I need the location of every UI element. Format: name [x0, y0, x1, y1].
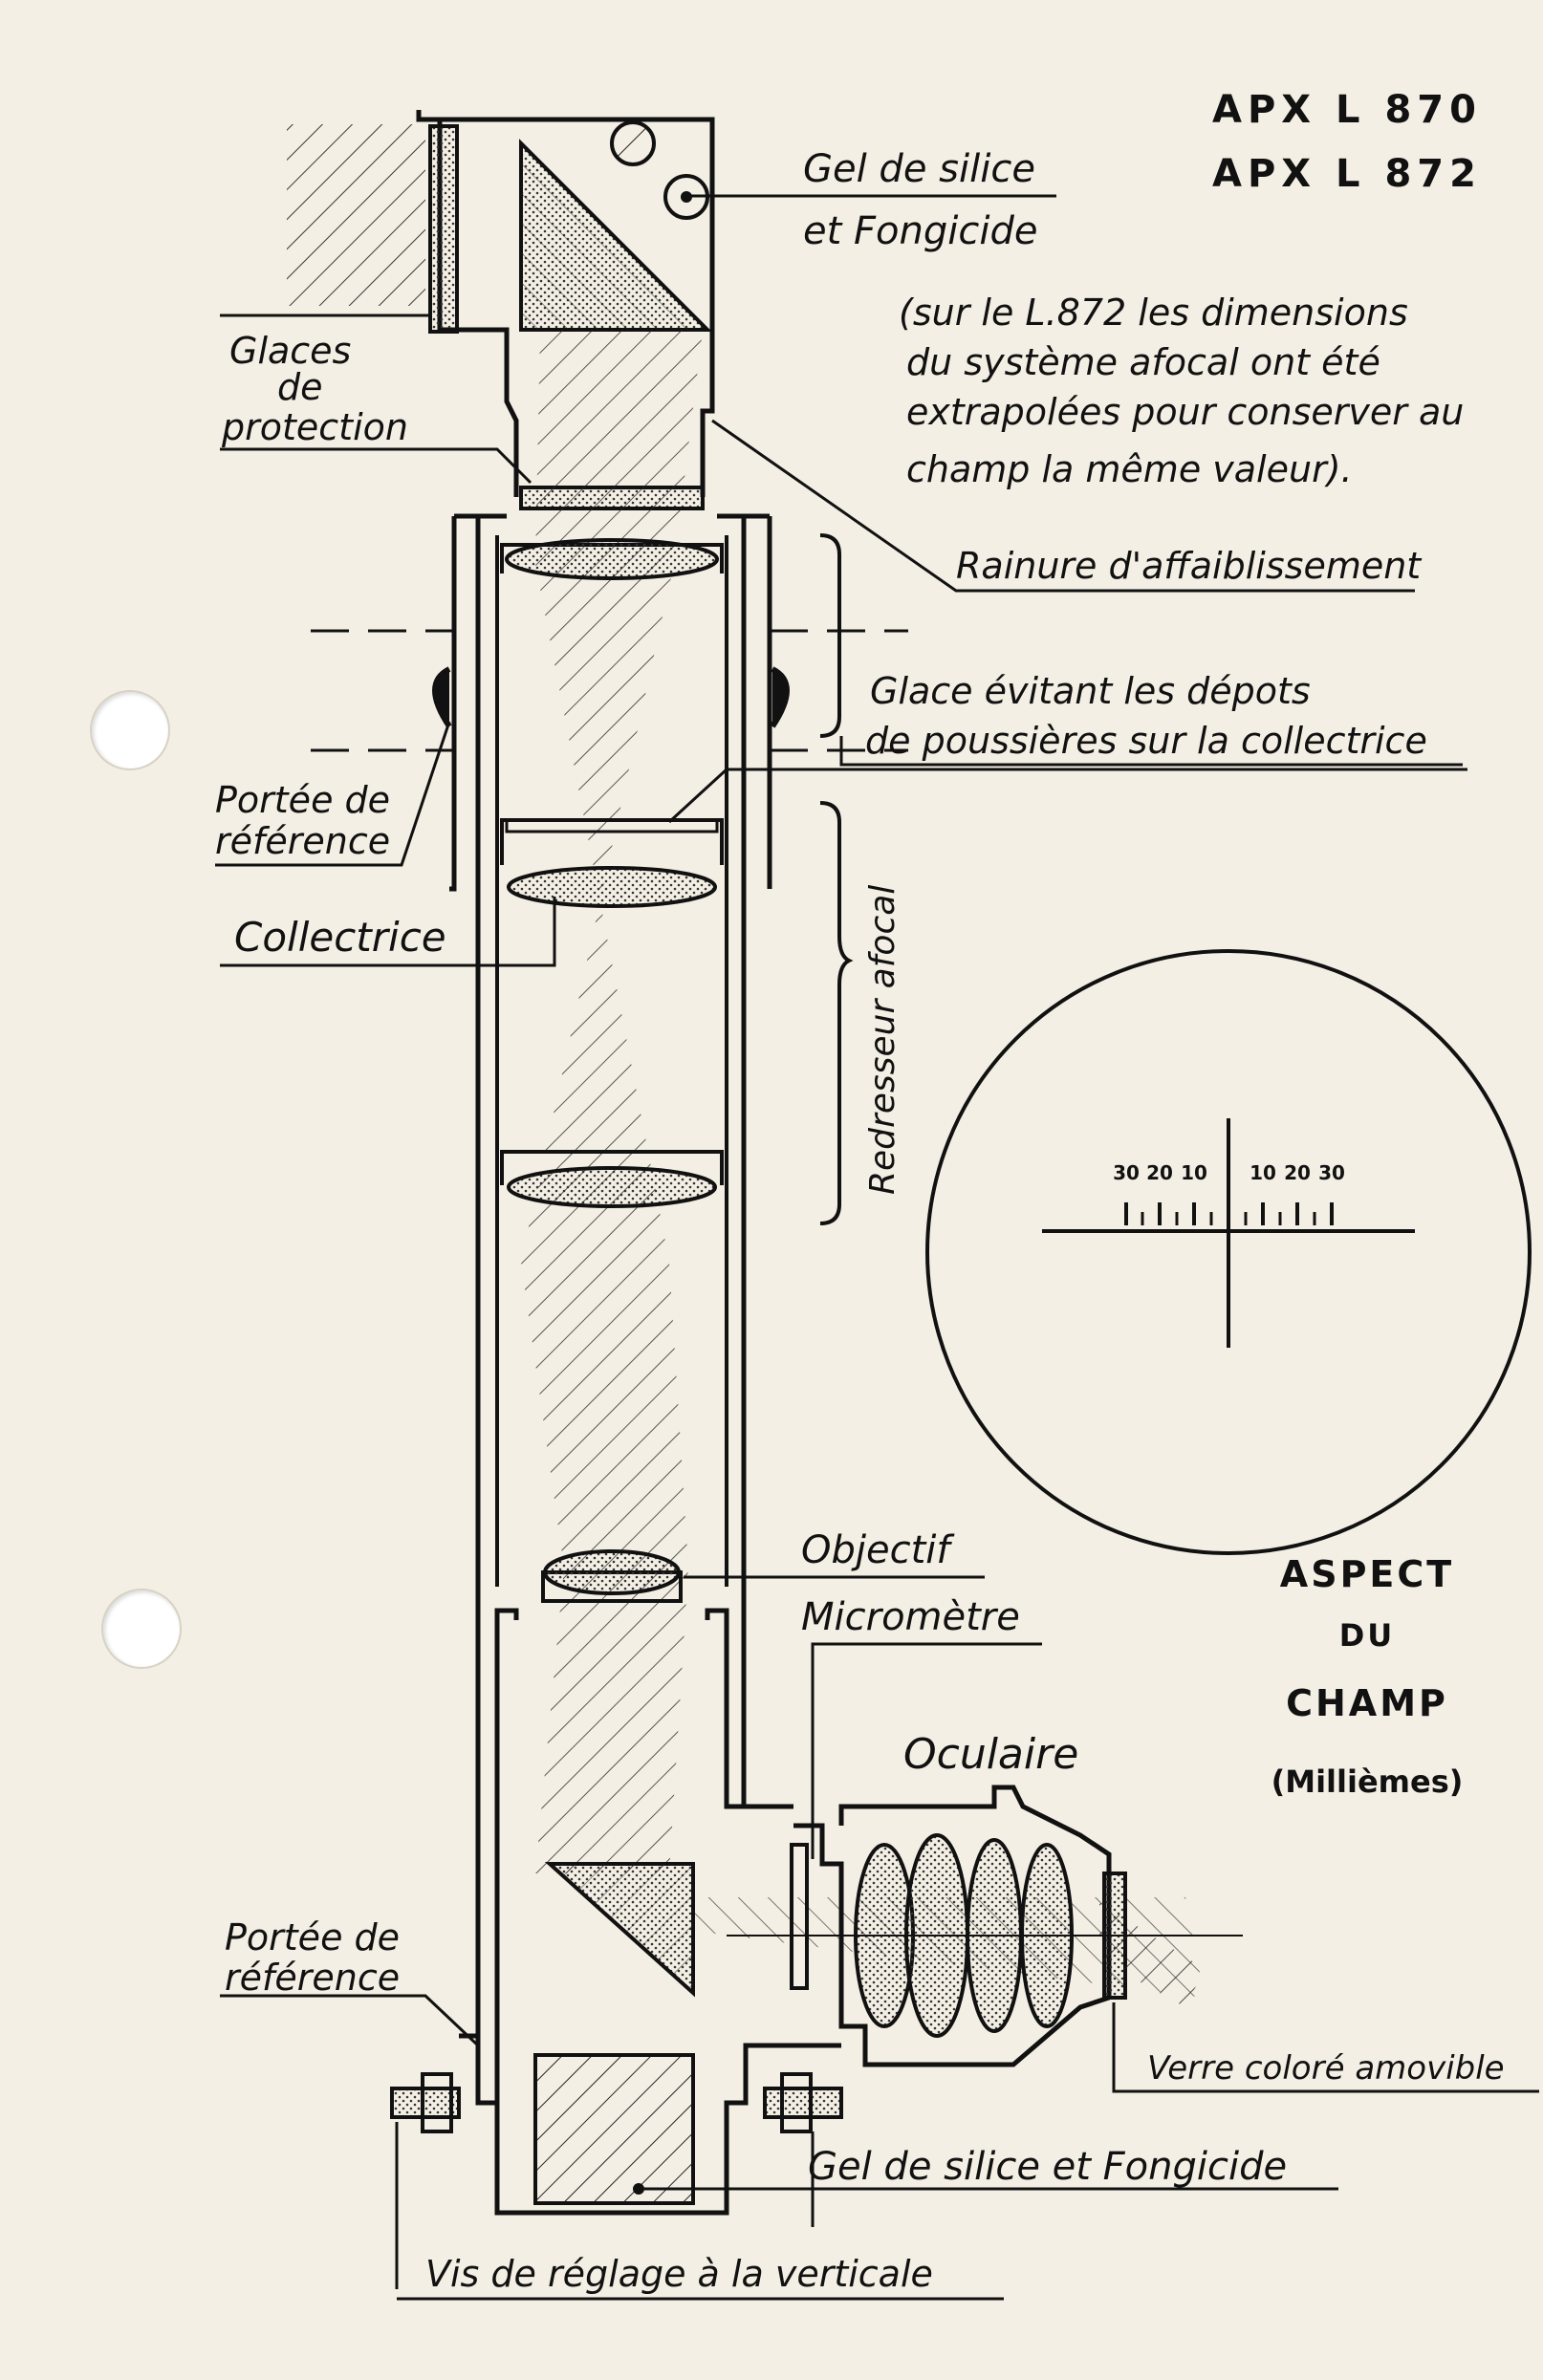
note-line-4: champ la même valeur).: [906, 448, 1353, 490]
leader-lines: [215, 194, 1539, 2301]
label-oculaire: Oculaire: [903, 1730, 1078, 1779]
label-glace-evitant-1: Glace évitant les dépots: [870, 670, 1311, 712]
label-portee-top-2: référence: [215, 820, 390, 862]
label-rainure: Rainure d'affaiblissement: [956, 545, 1423, 587]
gel-capsule-1: [610, 120, 656, 166]
label-collectrice: Collectrice: [234, 914, 446, 961]
label-vis: Vis de réglage à la verticale: [425, 2253, 933, 2295]
note-line-3: extrapolées pour conserver au: [906, 391, 1464, 433]
label-verre: Verre coloré amovible: [1147, 2049, 1505, 2088]
aspect-unit: (Millièmes): [1271, 1763, 1464, 1800]
label-gel-bot: Gel de silice et Fongicide: [808, 2145, 1287, 2189]
label-gel-top-2: et Fongicide: [803, 209, 1037, 253]
eyepiece-assembly: [693, 1785, 1243, 2067]
field-of-view: 30 20 10 10 20 30: [925, 949, 1532, 1555]
gel-cartridge: [533, 2053, 695, 2205]
label-portee-bot-2: référence: [225, 1957, 400, 1999]
tick-label-right-20: 20: [1284, 1161, 1311, 1184]
field-circle: [925, 949, 1532, 1555]
brace-redresseur: [819, 801, 854, 1225]
label-micrometre: Micromètre: [801, 1595, 1020, 1639]
tick-label-right-30: 30: [1318, 1161, 1345, 1184]
periscope-head: [287, 110, 715, 510]
main-tube: [311, 330, 908, 2216]
tick-label-left-30: 30: [1113, 1161, 1140, 1184]
note-line-2: du système afocal ont été: [906, 341, 1380, 383]
label-redresseur: Redresseur afocal: [863, 885, 902, 1195]
note-line-1: (sur le L.872 les dimensions: [899, 292, 1408, 334]
label-gel-top-1: Gel de silice: [803, 147, 1035, 191]
label-portee-top-1: Portée de: [215, 779, 390, 821]
brace-upper: [819, 533, 841, 738]
model-label-2: APX L 872: [1212, 152, 1482, 196]
tick-label-right-10: 10: [1250, 1161, 1276, 1184]
label-portee-bot-1: Portée de: [225, 1916, 400, 1958]
label-glaces-2: de: [277, 366, 323, 408]
model-label-1: APX L 870: [1212, 88, 1482, 132]
reticle-ticks: [1124, 1202, 1334, 1225]
label-glaces-1: Glaces: [229, 330, 351, 372]
label-objectif: Objectif: [801, 1528, 955, 1572]
aspect-title-1: ASPECT: [1280, 1553, 1454, 1595]
label-glaces-3: protection: [221, 406, 408, 448]
aspect-title-2: DU: [1339, 1617, 1396, 1654]
binder-hole-top: [90, 690, 170, 770]
tick-label-left-10: 10: [1181, 1161, 1207, 1184]
label-glace-evitant-2: de poussières sur la collectrice: [865, 720, 1427, 762]
aspect-title-3: CHAMP: [1286, 1682, 1448, 1724]
binder-hole-bottom: [101, 1589, 182, 1669]
tick-label-left-20: 20: [1146, 1161, 1173, 1184]
